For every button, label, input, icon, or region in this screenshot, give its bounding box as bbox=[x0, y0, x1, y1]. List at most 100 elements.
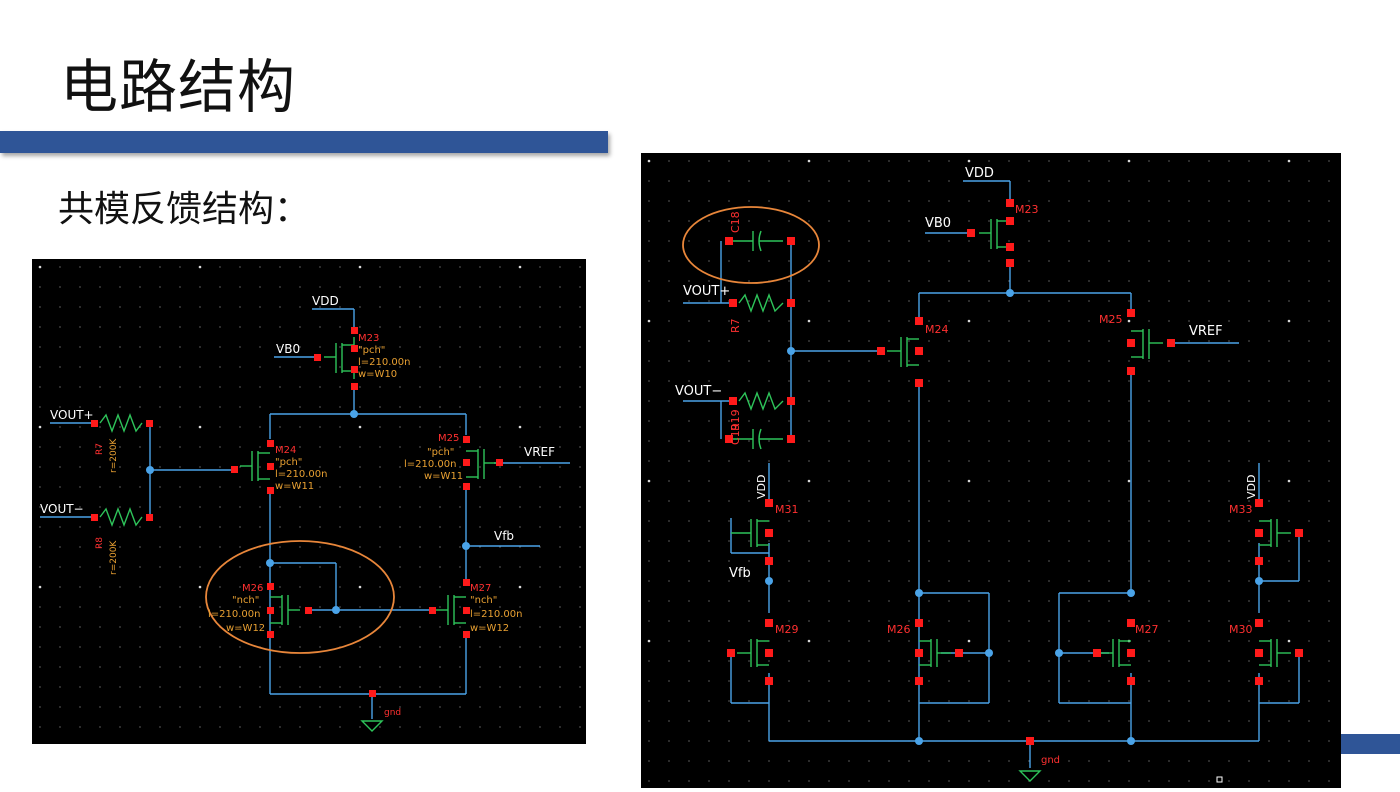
grid-dot bbox=[419, 286, 421, 288]
device-symbols bbox=[729, 219, 1291, 782]
grid-dot bbox=[1148, 780, 1150, 782]
grid-dot bbox=[1168, 200, 1170, 202]
grid-dot bbox=[1308, 360, 1310, 362]
grid-dot bbox=[1248, 380, 1250, 382]
grid-dot bbox=[1048, 560, 1050, 562]
grid-dot bbox=[519, 506, 521, 508]
grid-dot bbox=[1068, 480, 1070, 482]
grid-dot bbox=[99, 586, 101, 588]
grid-dot bbox=[668, 580, 670, 582]
grid-dot bbox=[1288, 620, 1290, 622]
grid-dot bbox=[179, 306, 181, 308]
grid-dot bbox=[419, 546, 421, 548]
grid-dot bbox=[119, 426, 121, 428]
grid-dot bbox=[1028, 720, 1030, 722]
grid-dot bbox=[1268, 620, 1270, 622]
grid-dot bbox=[1068, 500, 1070, 502]
grid-dot bbox=[339, 666, 341, 668]
grid-dot bbox=[199, 446, 201, 448]
grid-dot bbox=[1128, 220, 1130, 222]
grid-dot bbox=[499, 406, 501, 408]
grid-dot bbox=[99, 406, 101, 408]
grid-dot bbox=[499, 506, 501, 508]
grid-dot bbox=[399, 366, 401, 368]
grid-dot bbox=[59, 386, 61, 388]
grid-dot bbox=[788, 320, 790, 322]
grid-dot bbox=[668, 560, 670, 562]
grid-dot bbox=[159, 646, 161, 648]
grid-dot bbox=[198, 425, 202, 429]
grid-dot bbox=[1008, 240, 1010, 242]
grid-dot bbox=[1308, 740, 1310, 742]
grid-dot bbox=[1108, 760, 1110, 762]
grid-dot bbox=[808, 780, 810, 782]
grid-dot bbox=[259, 686, 261, 688]
grid-dot bbox=[1268, 680, 1270, 682]
grid-dot bbox=[1248, 640, 1250, 642]
grid-dot bbox=[668, 600, 670, 602]
grid-dot bbox=[139, 326, 141, 328]
grid-dot bbox=[1208, 460, 1210, 462]
grid-dot bbox=[579, 426, 581, 428]
grid-dot bbox=[1288, 740, 1290, 742]
grid-dot bbox=[1108, 480, 1110, 482]
grid-dot bbox=[199, 606, 201, 608]
grid-dot bbox=[1208, 260, 1210, 262]
grid-dot bbox=[539, 386, 541, 388]
grid-dot bbox=[219, 646, 221, 648]
net-label-vref: VREF bbox=[1189, 324, 1223, 339]
grid-dot bbox=[399, 566, 401, 568]
grid-dot bbox=[1028, 220, 1030, 222]
grid-dot bbox=[948, 300, 950, 302]
grid-dot bbox=[708, 540, 710, 542]
grid-dot bbox=[579, 326, 581, 328]
r8-name: R8 bbox=[95, 537, 105, 549]
grid-dot bbox=[848, 720, 850, 722]
grid-dot bbox=[1168, 620, 1170, 622]
grid-dot bbox=[499, 266, 501, 268]
grid-dot bbox=[359, 726, 361, 728]
grid-dot bbox=[908, 340, 910, 342]
grid-dot bbox=[539, 526, 541, 528]
grid-dot bbox=[688, 360, 690, 362]
grid-dot bbox=[1268, 700, 1270, 702]
grid-dot bbox=[39, 386, 41, 388]
grid-dot bbox=[499, 646, 501, 648]
grid-dot bbox=[399, 586, 401, 588]
grid-dot bbox=[259, 466, 261, 468]
grid-dot bbox=[79, 686, 81, 688]
grid-dot bbox=[279, 726, 281, 728]
grid-dot bbox=[1148, 160, 1150, 162]
grid-dot bbox=[1188, 320, 1190, 322]
grid-dot bbox=[728, 560, 730, 562]
grid-dot bbox=[1068, 420, 1070, 422]
grid-dot bbox=[259, 586, 261, 588]
grid-dot bbox=[1128, 660, 1130, 662]
grid-dot bbox=[559, 466, 561, 468]
grid-dot bbox=[199, 566, 201, 568]
grid-dot bbox=[1188, 780, 1190, 782]
grid-dot bbox=[99, 666, 101, 668]
grid-dot bbox=[499, 326, 501, 328]
grid-dot bbox=[648, 240, 650, 242]
grid-dot bbox=[1248, 620, 1250, 622]
grid-dot bbox=[1108, 780, 1110, 782]
grid-dot bbox=[668, 620, 670, 622]
grid-dot bbox=[1288, 220, 1290, 222]
grid-dot bbox=[1068, 260, 1070, 262]
grid-dot bbox=[299, 526, 301, 528]
grid-dot bbox=[279, 546, 281, 548]
grid-dot bbox=[279, 666, 281, 668]
grid-dot bbox=[1068, 460, 1070, 462]
grid-dot bbox=[1048, 700, 1050, 702]
grid-dot bbox=[828, 200, 830, 202]
m30-label: M30 bbox=[1229, 623, 1253, 636]
grid-dot bbox=[668, 480, 670, 482]
grid-dot bbox=[668, 180, 670, 182]
grid-dot bbox=[648, 300, 650, 302]
grid-dot bbox=[1148, 440, 1150, 442]
grid-dot bbox=[1228, 260, 1230, 262]
grid-dot bbox=[319, 566, 321, 568]
grid-dot bbox=[179, 506, 181, 508]
grid-dot bbox=[1088, 620, 1090, 622]
